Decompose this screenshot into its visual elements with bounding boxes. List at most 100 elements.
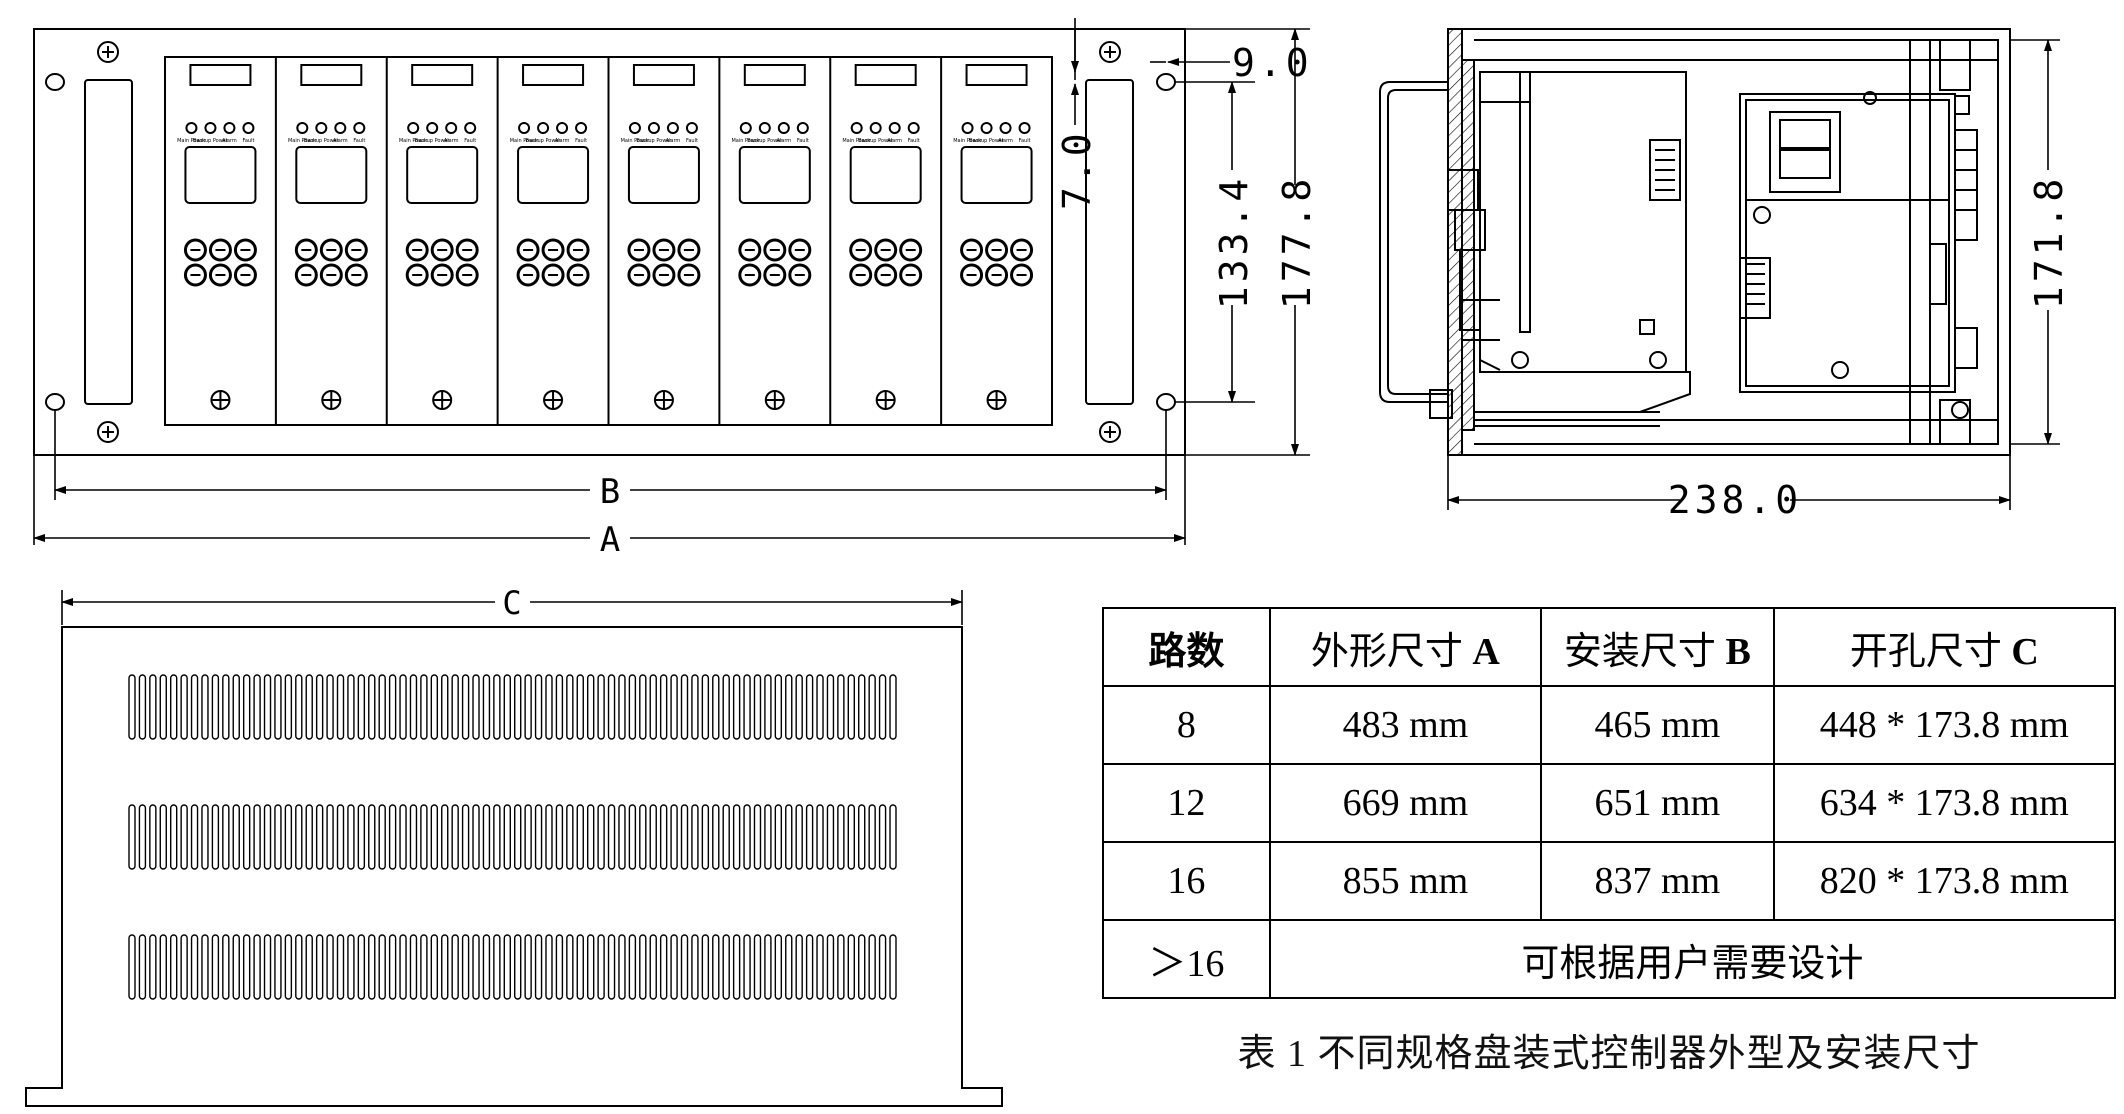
vent-slot — [482, 804, 491, 870]
vent-slot — [566, 804, 574, 870]
keypad-button-icon — [405, 238, 429, 262]
vent-slot — [858, 934, 866, 1000]
keypad-button-icon — [874, 263, 898, 287]
vent-slot — [868, 674, 876, 740]
vent-slot — [607, 934, 616, 1000]
vent-slot — [159, 804, 167, 870]
status-led-icon — [518, 122, 531, 134]
vent-slot — [722, 804, 730, 870]
status-led-icon — [315, 122, 328, 134]
vent-slot — [451, 674, 459, 740]
vent-slot — [149, 804, 157, 870]
vent-slot — [274, 804, 282, 870]
vent-slot — [534, 934, 543, 1000]
vent-slot — [878, 934, 887, 1000]
vent-slot — [639, 934, 647, 1000]
led-label: Backup Power — [304, 138, 340, 144]
vent-slot — [785, 804, 793, 870]
vent-slot — [263, 804, 272, 870]
table-row: 16 855 mm 837 mm 820 * 173.8 mm — [1102, 841, 2117, 921]
status-led-icon — [796, 122, 809, 134]
vent-slot — [691, 934, 699, 1000]
vent-slot — [732, 674, 741, 740]
vent-slot — [305, 934, 313, 1000]
front-dimension-labels: B A 9.0 7.0 133.4 177.8 — [600, 41, 1319, 560]
vent-slot — [263, 674, 272, 740]
vent-slot — [858, 674, 866, 740]
keypad-button-icon — [183, 263, 207, 287]
status-led-icon — [758, 122, 771, 134]
vent-slot — [805, 934, 814, 1000]
status-led-icon — [869, 122, 882, 134]
screw-icon — [1099, 421, 1121, 443]
vent-slot — [222, 934, 230, 1000]
vent-slot — [722, 674, 730, 740]
cell-channels: 16 — [1102, 841, 1271, 921]
handle-left — [84, 79, 133, 405]
vent-slot — [461, 804, 470, 870]
vent-slot — [649, 934, 657, 1000]
vent-slot — [326, 674, 334, 740]
vent-slot — [701, 674, 710, 740]
vent-slot — [597, 674, 605, 740]
keypad-button-icon — [788, 238, 812, 262]
side-handle — [1379, 81, 1448, 403]
vent-slot — [409, 934, 418, 1000]
led-label: Alarm — [333, 138, 348, 144]
status-led-icon — [999, 122, 1012, 134]
keypad-button-icon — [294, 263, 318, 287]
keypad-button-icon — [738, 263, 762, 287]
vent-slot — [618, 674, 626, 740]
table-row: 8 483 mm 465 mm 448 * 173.8 mm — [1102, 685, 2117, 765]
keypad-button-icon — [294, 238, 318, 262]
status-led-icon — [777, 122, 790, 134]
led-label: Main Power — [177, 138, 207, 144]
vent-slot — [878, 804, 887, 870]
vent-slot — [889, 804, 897, 870]
vent-slot — [159, 674, 167, 740]
keypad-button-icon — [627, 263, 651, 287]
vent-slot — [274, 934, 282, 1000]
vent-slot — [514, 934, 522, 1000]
vent-slot — [764, 934, 772, 1000]
vent-slot — [388, 674, 397, 740]
vent-slot — [628, 674, 637, 740]
keypad-button-icon — [319, 263, 343, 287]
status-led-icon — [537, 122, 550, 134]
status-led-icon — [296, 122, 309, 134]
vent-slot — [534, 674, 543, 740]
led-label: Backup Power — [636, 138, 672, 144]
vent-slot — [545, 934, 553, 1000]
keypad-button-icon — [455, 263, 479, 287]
module-label-window — [632, 64, 695, 86]
keypad-button-icon — [1010, 263, 1034, 287]
cell-channels: ＞16 — [1102, 919, 1271, 999]
keypad-button-icon — [566, 263, 590, 287]
table-header-row: 路数 外形尺寸 A 安装尺寸 B 开孔尺寸 C — [1102, 607, 2117, 687]
vent-slot — [785, 674, 793, 740]
keypad-button-icon — [763, 263, 787, 287]
vent-slot — [628, 934, 637, 1000]
keypad-button-icon — [233, 238, 257, 262]
vent-slot — [169, 804, 178, 870]
vent-slot — [524, 934, 532, 1000]
keypad-button-icon — [677, 263, 701, 287]
vent-slot — [149, 934, 157, 1000]
led-label: Alarm — [555, 138, 570, 144]
vent-slot — [222, 804, 230, 870]
vent-slot — [555, 674, 564, 740]
led-label: Fault — [575, 138, 587, 144]
display-screen — [849, 146, 922, 204]
keypad-button-icon — [183, 238, 207, 262]
vent-slot — [670, 804, 678, 870]
vent-slot — [315, 804, 324, 870]
vent-slot — [128, 674, 136, 740]
vent-slot — [858, 804, 866, 870]
keypad-button-icon — [627, 238, 651, 262]
vent-slot — [576, 934, 584, 1000]
vent-slot — [659, 934, 668, 1000]
cell-channels: 12 — [1102, 763, 1271, 843]
vent-slot — [295, 934, 303, 1000]
keypad-button-icon — [738, 238, 762, 262]
